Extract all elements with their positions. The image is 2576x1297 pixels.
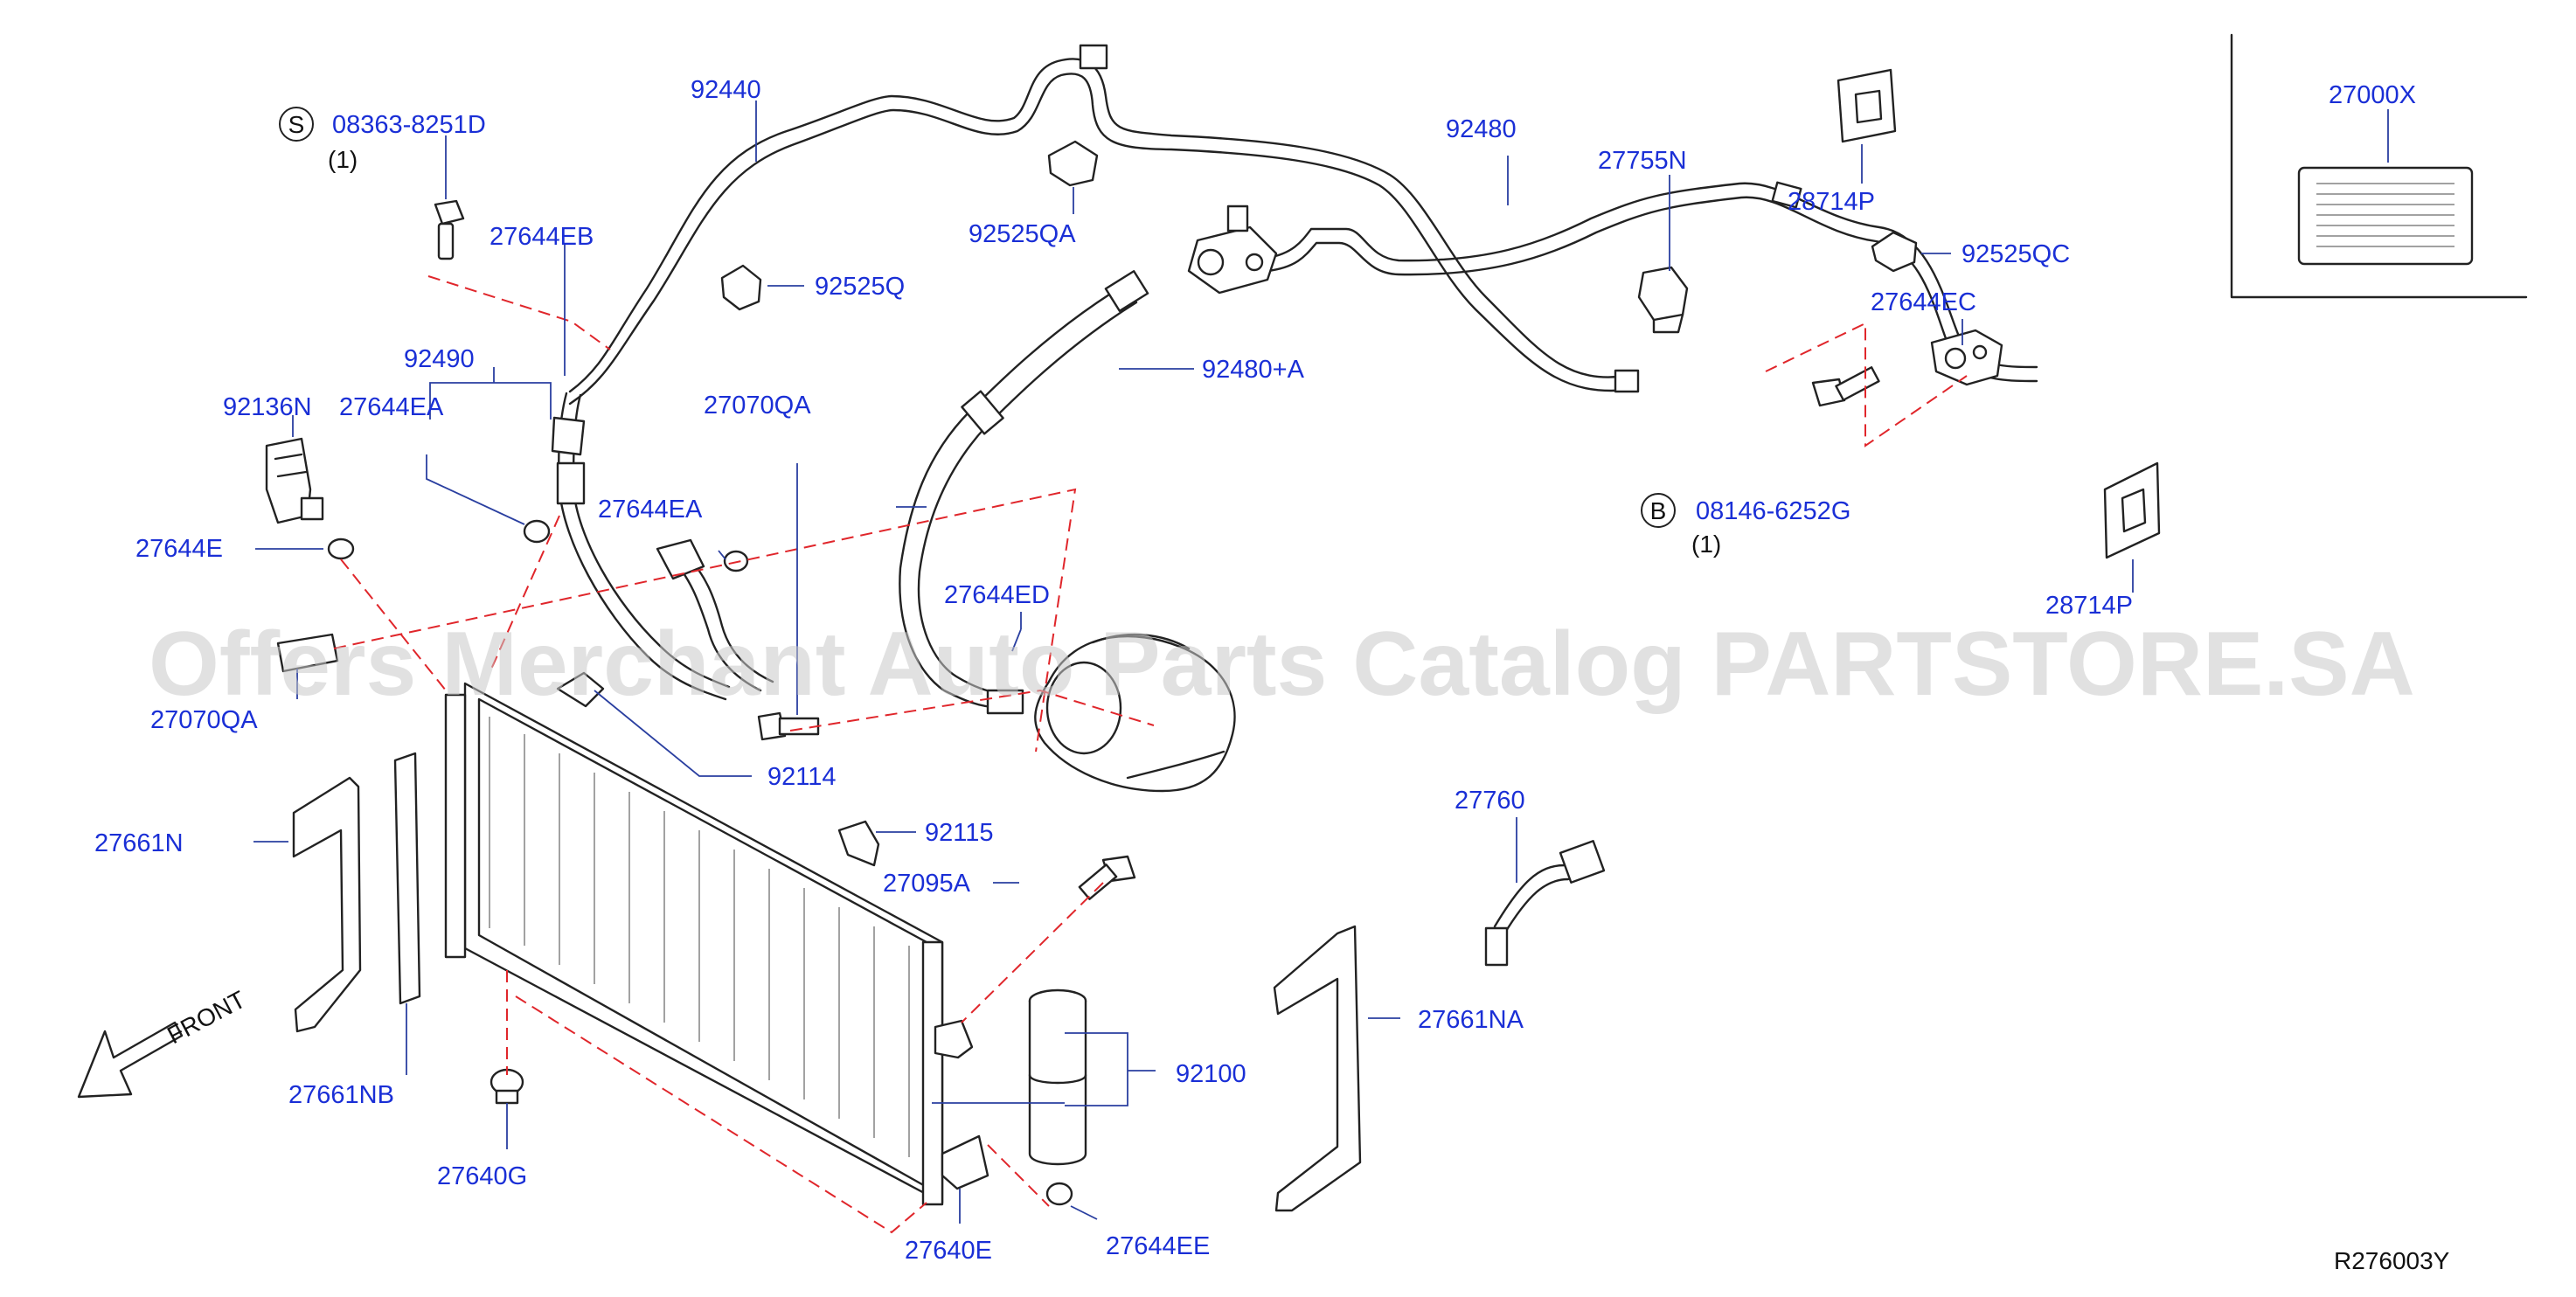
label-27644eb[interactable]: 27644EB (490, 223, 594, 251)
label-27661nb[interactable]: 27661NB (288, 1081, 394, 1109)
label-92480a[interactable]: 92480+A (1202, 356, 1305, 384)
dashed-reference-lines (333, 275, 1968, 1234)
label-08363-8251d[interactable]: 08363-8251D (332, 111, 486, 139)
label-27070qa-top[interactable]: 27070QA (704, 392, 811, 420)
label-92114[interactable]: 92114 (767, 763, 837, 791)
compressor (1034, 633, 1236, 793)
label-27644ee[interactable]: 27644EE (1106, 1232, 1210, 1260)
label-27000x[interactable]: 27000X (2329, 81, 2416, 109)
bolt-27070qa[interactable] (757, 711, 820, 741)
pad-28714p-right[interactable] (2103, 461, 2161, 559)
label-92100[interactable]: 92100 (1176, 1060, 1246, 1088)
bolt-08363-8251d[interactable] (434, 199, 465, 260)
oring-27644ea-b[interactable] (723, 550, 749, 572)
sensor-27760[interactable] (1484, 840, 1606, 967)
clip-92525q[interactable] (720, 264, 762, 311)
label-92136n[interactable]: 92136N (223, 393, 312, 421)
symbol-s-circle (279, 107, 314, 142)
condenser (444, 682, 944, 1206)
grommet-27640g[interactable] (490, 1068, 524, 1105)
label-27644e[interactable]: 27644E (135, 535, 223, 563)
label-92115[interactable]: 92115 (925, 819, 994, 847)
label-92480[interactable]: 92480 (1446, 115, 1517, 143)
bracket-27640e[interactable] (941, 1134, 989, 1190)
leader-lines (253, 101, 2389, 1224)
oring-27644ee[interactable] (1045, 1182, 1073, 1206)
seal-27661n[interactable] (292, 776, 362, 1033)
label-27661na[interactable]: 27661NA (1418, 1006, 1524, 1034)
bracket-92115[interactable] (837, 820, 880, 867)
seal-27661nb[interactable] (393, 752, 421, 1005)
symbol-b: B (1650, 497, 1667, 524)
label-27644ea-b[interactable]: 27644EA (598, 496, 703, 524)
front-arrow-icon (77, 1021, 184, 1099)
label-27661n[interactable]: 27661N (94, 829, 184, 857)
clip-92525qc[interactable] (1871, 231, 1918, 273)
symbol-b-circle (1641, 493, 1676, 528)
seal-27661na[interactable] (1273, 925, 1362, 1212)
pipe-27070qa[interactable] (656, 538, 774, 692)
label-27095a[interactable]: 27095A (883, 870, 971, 898)
label-28714p-top[interactable]: 28714P (1788, 188, 1875, 216)
fitting-27070qa-left[interactable] (276, 633, 339, 673)
label-92440[interactable]: 92440 (691, 76, 761, 104)
oring-27644e[interactable] (327, 538, 355, 560)
pad-28714p-top[interactable] (1837, 68, 1897, 143)
label-92525qc[interactable]: 92525QC (1962, 240, 2070, 268)
oring-27644ea-a[interactable] (523, 519, 551, 544)
label-92490[interactable]: 92490 (404, 345, 475, 373)
part-drawings (77, 33, 2528, 1212)
hose-92480a[interactable] (899, 270, 1149, 715)
qty-08146-6252g: (1) (1691, 531, 1721, 558)
label-08146-6252g[interactable]: 08146-6252G (1696, 497, 1850, 525)
label-27070qa-left[interactable]: 27070QA (150, 706, 258, 734)
label-27644ed[interactable]: 27644ED (944, 581, 1050, 609)
qty-08363-8251d: (1) (328, 146, 358, 173)
drier-bracket (934, 1019, 974, 1059)
label-27760[interactable]: 27760 (1455, 787, 1525, 815)
label-27644ec[interactable]: 27644EC (1871, 288, 1976, 316)
label-27755n[interactable]: 27755N (1598, 147, 1687, 175)
label-92525qa[interactable]: 92525QA (969, 220, 1076, 248)
label-27640e[interactable]: 27640E (905, 1237, 992, 1265)
callout-labels: S 08363-8251D (1) B 08146-6252G (1) 9244… (94, 76, 2450, 1274)
watermark: Offers Merchant Auto Parts Catalog PARTS… (149, 614, 2415, 715)
label-plate-27000x[interactable] (2230, 33, 2528, 299)
fitting-27644ec[interactable] (1930, 329, 2003, 386)
receiver-drier-92100[interactable] (1028, 988, 1087, 1166)
diagram-code: R276003Y (2334, 1247, 2450, 1274)
symbol-s: S (288, 111, 305, 138)
bracket-27755n[interactable] (1637, 266, 1689, 334)
front-label: FRONT (163, 986, 250, 1050)
clip-92525qa[interactable] (1047, 140, 1099, 187)
pressure-switch-92136n[interactable] (265, 437, 324, 524)
label-28714p-right[interactable]: 28714P (2045, 592, 2133, 620)
pipe-bracket-92480 (1187, 205, 1278, 295)
bolt-08146-6252g[interactable] (1811, 366, 1880, 407)
label-92525q[interactable]: 92525Q (815, 273, 905, 301)
bracket-92114[interactable] (556, 671, 605, 708)
label-27640g[interactable]: 27640G (437, 1162, 527, 1190)
bolt-27095a[interactable] (1078, 855, 1136, 900)
hose-92490[interactable] (551, 392, 731, 701)
label-27644ea-a[interactable]: 27644EA (339, 393, 444, 421)
pipe-92440[interactable] (568, 44, 1640, 406)
